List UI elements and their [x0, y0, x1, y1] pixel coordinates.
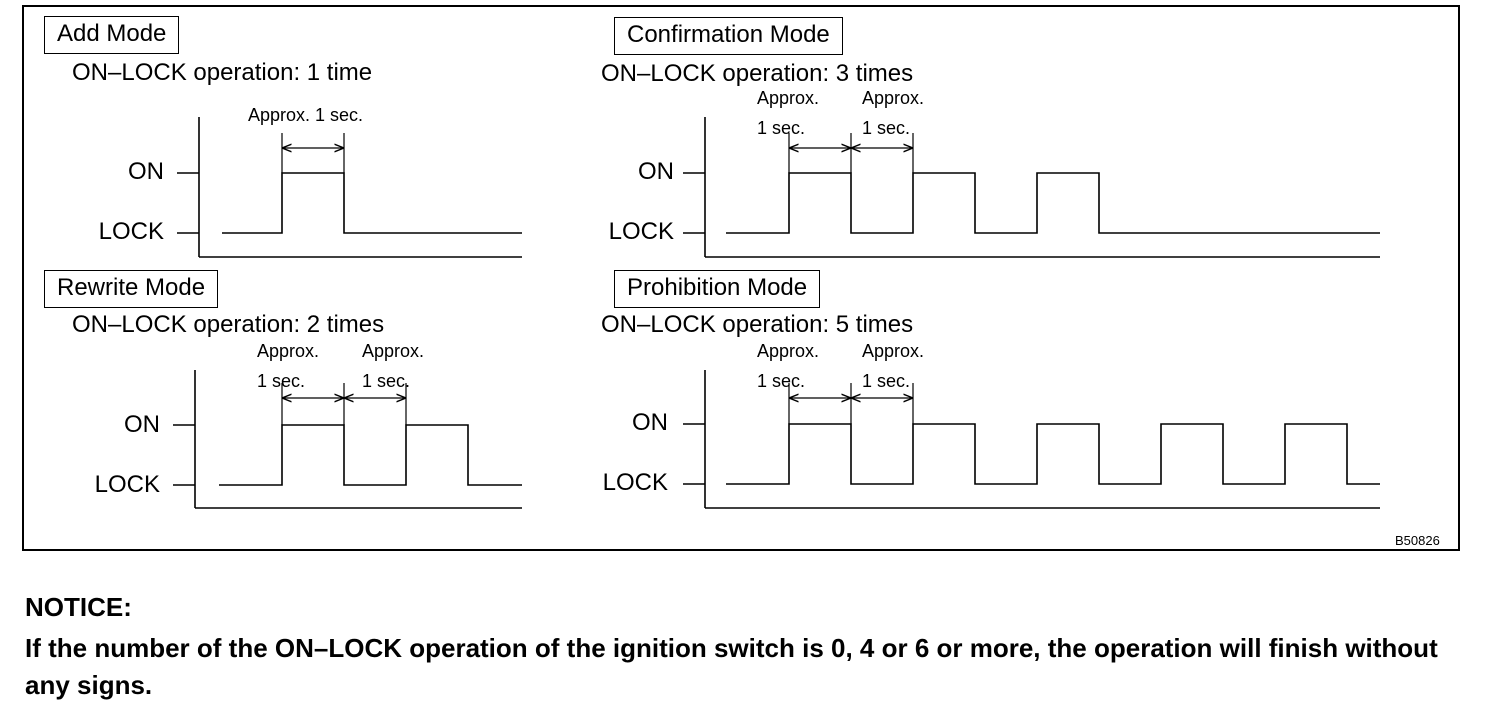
operation-count-prohibition: ON–LOCK operation: 5 times — [601, 311, 914, 338]
figure-code: B50826 — [1395, 533, 1440, 548]
interval-label-prohibition-1-bottom: 1 sec. — [757, 371, 806, 391]
operation-count-rewrite: ON–LOCK operation: 2 times — [72, 311, 385, 338]
mode-title-rewrite: Rewrite Mode — [44, 270, 219, 308]
mode-title-prohibition: Prohibition Mode — [614, 270, 821, 308]
lock-label-rewrite: LOCK — [94, 471, 160, 498]
waveform-confirmation — [726, 172, 1380, 234]
waveform-rewrite — [219, 424, 522, 486]
interval-label-prohibition-1-top: Approx. — [757, 341, 820, 361]
interval-label-rewrite-1-top: Approx. — [257, 341, 320, 361]
operation-count-confirmation: ON–LOCK operation: 3 times — [601, 60, 914, 87]
lock-label-add: LOCK — [98, 218, 164, 245]
interval-label-confirmation-2-top: Approx. — [862, 88, 925, 108]
waveform-add — [222, 172, 522, 234]
notice-text: If the number of the ON–LOCK operation o… — [25, 633, 1438, 700]
interval-label-rewrite-2-bottom: 1 sec. — [362, 371, 411, 391]
lock-label-confirmation: LOCK — [608, 218, 674, 245]
on-label-add: ON — [128, 158, 164, 185]
interval-label-confirmation-2-bottom: 1 sec. — [862, 118, 911, 138]
lock-label-prohibition: LOCK — [602, 469, 668, 496]
interval-label-add-1: Approx. 1 sec. — [248, 105, 364, 125]
on-label-confirmation: ON — [638, 158, 674, 185]
on-label-rewrite: ON — [124, 411, 160, 438]
interval-label-prohibition-2-bottom: 1 sec. — [862, 371, 911, 391]
notice-title: NOTICE: — [25, 592, 132, 622]
timing-diagram-figure: Add Mode ON–LOCK operation: 1 time Appro… — [22, 5, 1460, 551]
interval-label-prohibition-2-top: Approx. — [862, 341, 925, 361]
interval-label-rewrite-2-top: Approx. — [362, 341, 425, 361]
on-label-prohibition: ON — [632, 409, 668, 436]
interval-label-confirmation-1-bottom: 1 sec. — [757, 118, 806, 138]
interval-label-rewrite-1-bottom: 1 sec. — [257, 371, 306, 391]
operation-count-add: ON–LOCK operation: 1 time — [72, 59, 373, 86]
interval-label-confirmation-1-top: Approx. — [757, 88, 820, 108]
waveform-prohibition — [726, 423, 1380, 485]
mode-title-confirmation: Confirmation Mode — [614, 17, 843, 55]
waveforms — [173, 117, 1380, 509]
mode-title-add: Add Mode — [44, 16, 180, 54]
